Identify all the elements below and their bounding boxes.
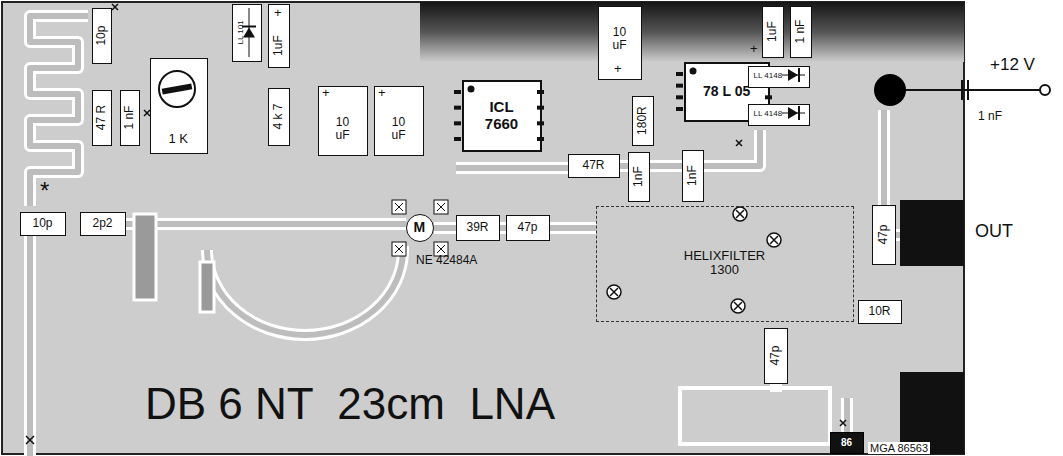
component-box: 1 nF bbox=[790, 6, 812, 58]
track-gaps bbox=[30, 16, 964, 456]
component-box: 1uF bbox=[762, 6, 784, 58]
part-value: 4 k 7 bbox=[272, 104, 285, 130]
stripline-pad bbox=[200, 262, 214, 312]
part-value: 10 uF bbox=[386, 116, 412, 142]
component-box: 1nF bbox=[628, 152, 650, 202]
ground-area bbox=[900, 200, 964, 266]
polarity-mark: + bbox=[274, 6, 282, 20]
polarity-mark: + bbox=[614, 62, 622, 76]
component-box: 1nF bbox=[682, 150, 704, 202]
board-label: NE 42484A bbox=[416, 254, 477, 267]
board-label: * bbox=[40, 178, 49, 204]
component-box: 10p bbox=[92, 8, 112, 64]
component-box: 47 R bbox=[92, 90, 112, 146]
component-box: 2p2 bbox=[80, 212, 126, 236]
component-box: 47R bbox=[568, 154, 620, 178]
stripline-pad bbox=[134, 214, 156, 300]
component-box: 1 nF bbox=[120, 90, 140, 146]
filter-pins bbox=[607, 207, 781, 313]
part-value: 47 R bbox=[95, 105, 108, 130]
part-value: 10R bbox=[869, 305, 891, 318]
board-title: DB 6 NT 23cm LNA bbox=[145, 380, 555, 428]
part-value: HELIXFILTER 1300 bbox=[670, 249, 780, 278]
part-value: 78 L 05 bbox=[703, 84, 750, 99]
via-marks bbox=[26, 4, 846, 444]
part-value: 1nF bbox=[686, 165, 699, 186]
ground-shade bbox=[420, 2, 964, 62]
part-value: 180R bbox=[636, 106, 649, 135]
mmic-chip: 86 bbox=[830, 432, 864, 454]
copper-tracks bbox=[30, 16, 964, 456]
component-box: 47p bbox=[506, 215, 550, 241]
board-label: +12 V bbox=[990, 56, 1035, 75]
part-value: 47p bbox=[877, 225, 890, 245]
component-box: 10R bbox=[858, 300, 902, 324]
part-value: 10p bbox=[95, 26, 108, 46]
component-box: 4 k 7 bbox=[268, 88, 290, 146]
board-label: OUT bbox=[975, 222, 1013, 242]
part-value: 1 nF bbox=[794, 20, 807, 44]
output-loop bbox=[680, 388, 830, 444]
polarity-mark: + bbox=[378, 86, 386, 100]
feedthrough-symbol bbox=[967, 80, 969, 100]
component-box: 10p bbox=[20, 212, 66, 236]
part-value: 47R bbox=[583, 159, 605, 172]
supply-pad bbox=[874, 74, 906, 106]
part-value: LL 4148 bbox=[754, 72, 783, 81]
part-value: 1uF bbox=[272, 35, 285, 56]
component-box: 47p bbox=[872, 205, 896, 265]
part-value: 1uF bbox=[766, 21, 779, 42]
component-box: 47p bbox=[764, 328, 788, 384]
board-label: MGA 86563 bbox=[868, 442, 930, 454]
part-value: M bbox=[414, 220, 426, 235]
diode-box: LL 4148 bbox=[748, 66, 810, 88]
part-value: ICL 7660 bbox=[477, 99, 527, 132]
component-box: 180R bbox=[632, 96, 654, 146]
trimmer-box: 1 K bbox=[150, 58, 208, 154]
ic-chip: ICL 7660 bbox=[462, 80, 542, 152]
part-value: 1nF bbox=[632, 166, 645, 187]
part-value: 86 bbox=[841, 437, 852, 448]
part-value: 47p bbox=[518, 221, 538, 234]
part-value: 1 nF bbox=[123, 106, 136, 130]
part-value: 10 uF bbox=[330, 116, 356, 142]
part-value: 47p bbox=[769, 346, 782, 366]
supply-terminal bbox=[1040, 85, 1050, 95]
transistor-pads bbox=[392, 200, 448, 256]
polarity-mark: + bbox=[750, 42, 758, 56]
feedthrough-symbol bbox=[961, 80, 963, 100]
part-value: 10 uF bbox=[607, 26, 633, 52]
polarity-mark: + bbox=[322, 86, 330, 100]
transistor-circle: M bbox=[406, 214, 434, 242]
part-value: 2p2 bbox=[93, 217, 113, 230]
part-value: 1 K bbox=[169, 132, 189, 146]
diode-box: LL 4148 bbox=[748, 104, 810, 126]
filter-outline: HELIXFILTER 1300 bbox=[596, 206, 854, 322]
supply-wire bbox=[890, 89, 1040, 91]
diode-box: LL 101 bbox=[232, 4, 262, 62]
component-box: 39R bbox=[456, 215, 500, 241]
board-outline bbox=[2, 2, 964, 454]
part-value: LL 101 bbox=[237, 20, 246, 44]
part-value: LL 4148 bbox=[754, 110, 783, 119]
part-value: 39R bbox=[467, 221, 489, 234]
board-label: 1 nF bbox=[978, 110, 1002, 123]
part-value: 10p bbox=[33, 217, 53, 230]
